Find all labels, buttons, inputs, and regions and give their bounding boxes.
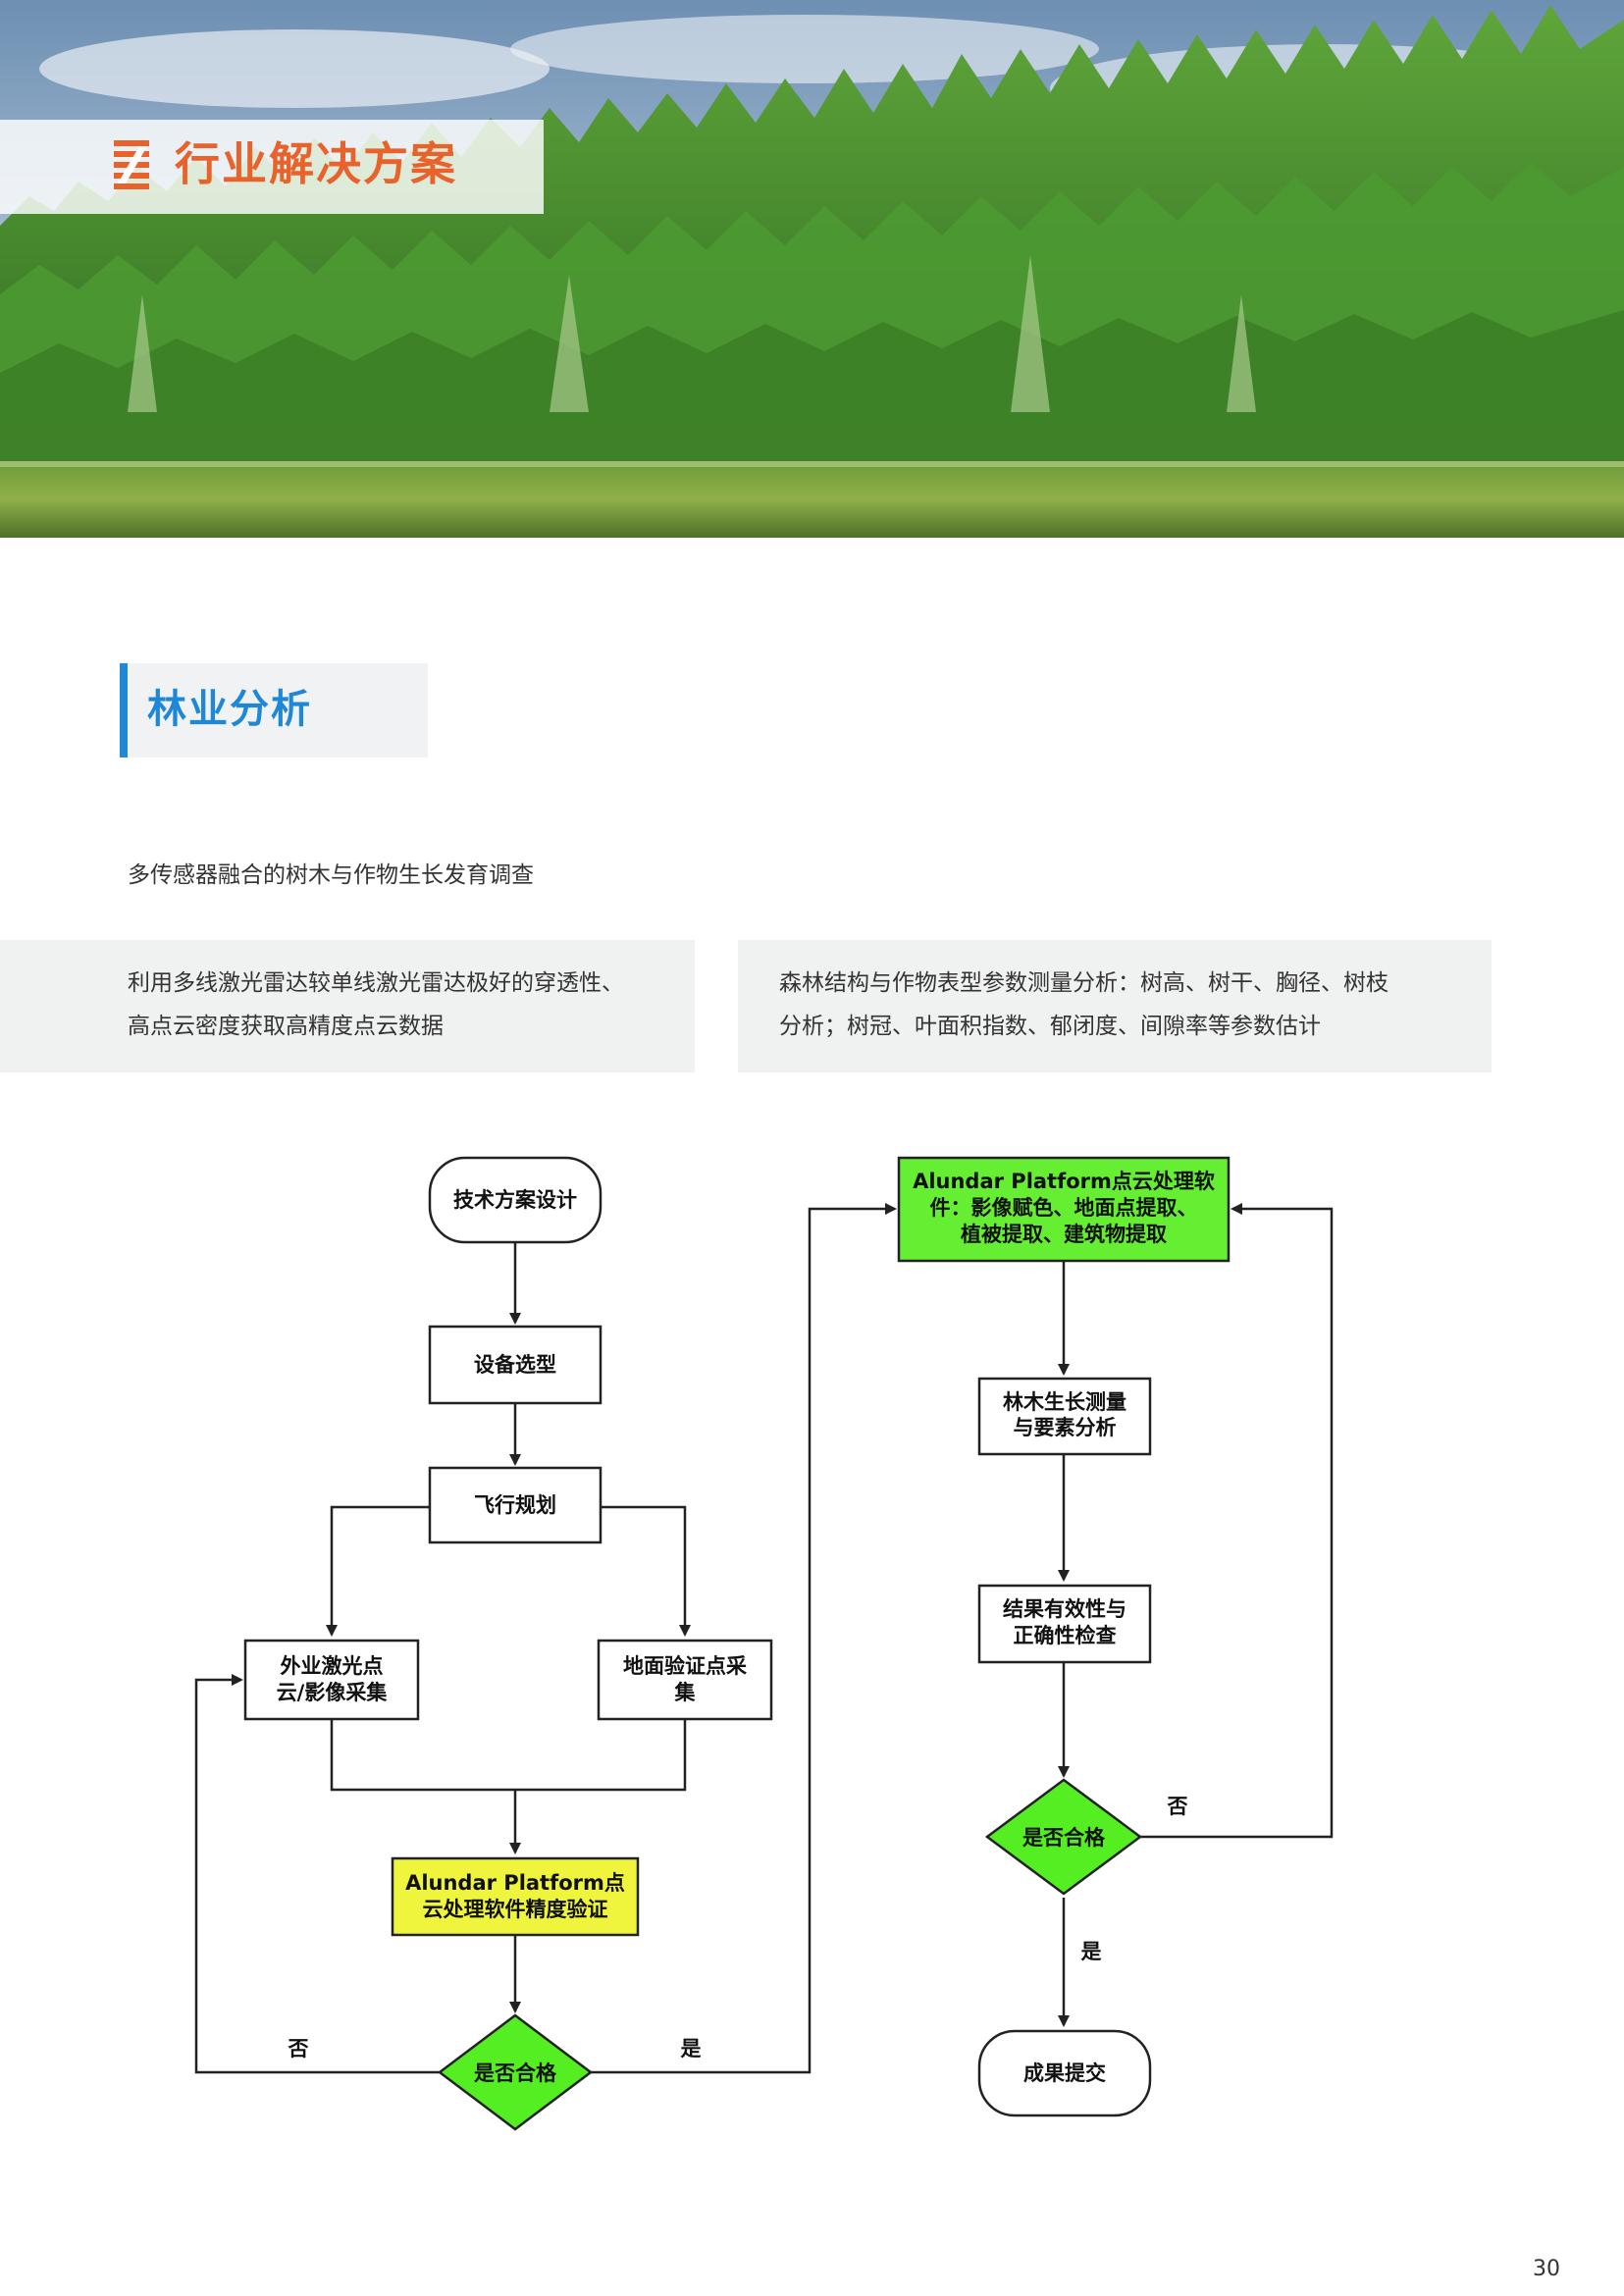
decision-left-label: 是否合格	[474, 2061, 557, 2085]
node-point-cloud-processing-label: Alundar Platform点云处理软	[913, 1170, 1215, 1193]
decision-right-label: 是否合格	[1022, 1826, 1106, 1850]
node-field-collection-label: 外业激光点	[281, 1654, 384, 1678]
node-result-check-label: 正确性检查	[1014, 1624, 1117, 1647]
info-box-lidar: 利用多线激光雷达较单线激光雷达极好的穿透性、 高点云密度获取高精度点云数据	[0, 940, 695, 1072]
node-growth-measurement-label: 林木生长测量	[1003, 1390, 1126, 1414]
node-growth-measurement: 林木生长测量 与要素分析	[977, 1377, 1152, 1456]
info-box-parameters-line: 森林结构与作物表型参数测量分析：树高、树干、胸径、树枝	[779, 970, 1388, 996]
branch-no-label-right: 否	[1168, 1795, 1188, 1818]
section-title: 林业分析	[147, 687, 312, 732]
node-equipment: 设备选型	[428, 1325, 602, 1405]
info-box-parameters-line: 分析；树冠、叶面积指数、郁闭度、间隙率等参数估计	[779, 1014, 1321, 1039]
connector-arrow	[591, 1203, 897, 2074]
forestry-flowchart: 技术方案设计 设备选型 飞行规划 外业激光点 云/影像采集 地面验证点采 集 A…	[194, 1156, 1334, 2131]
solution-logo-icon	[114, 140, 149, 193]
decision-diamond-left: 是否合格	[437, 2013, 594, 2131]
node-point-cloud-processing-label: 植被提取、建筑物提取	[961, 1223, 1167, 1246]
forest-lake-illustration	[0, 0, 1624, 538]
connector-arrow	[194, 1674, 440, 2074]
node-ground-verification: 地面验证点采 集	[597, 1639, 773, 1721]
node-ground-verification-label: 地面验证点采	[623, 1654, 747, 1678]
section-subtitle: 多传感器融合的树木与作物生长发育调查	[128, 862, 534, 888]
branch-yes-label-right: 是	[1081, 1940, 1102, 1963]
connector-arrow	[1140, 1203, 1334, 1839]
info-box-lidar-line: 利用多线激光雷达较单线激光雷达极好的穿透性、	[128, 970, 624, 996]
page-header-title: 行业解决方案	[175, 137, 457, 190]
node-accuracy-verification: Alundar Platform点 云处理软件精度验证	[391, 1856, 640, 1937]
node-result-check: 结果有效性与 正确性检查	[977, 1584, 1152, 1664]
header-band	[0, 120, 544, 214]
node-result-check-label: 结果有效性与	[1003, 1597, 1126, 1621]
connector-arrow	[601, 1505, 691, 1637]
node-point-cloud-processing: Alundar Platform点云处理软 件：影像赋色、地面点提取、 植被提取…	[897, 1156, 1231, 1263]
node-equipment-label: 设备选型	[474, 1353, 556, 1377]
node-accuracy-verification-label: Alundar Platform点	[405, 1871, 625, 1895]
info-box-lidar-line: 高点云密度获取高精度点云数据	[128, 1014, 444, 1039]
node-flight-planning-label: 飞行规划	[474, 1493, 556, 1517]
connector-arrow	[326, 1505, 430, 1637]
node-growth-measurement-label: 与要素分析	[1014, 1416, 1117, 1439]
hero-forest-image	[0, 0, 1624, 538]
node-field-collection-label: 云/影像采集	[277, 1681, 389, 1704]
node-ground-verification-label: 集	[674, 1681, 697, 1704]
section-title-box	[120, 663, 428, 757]
node-start: 技术方案设计	[428, 1156, 602, 1244]
node-accuracy-verification-label: 云处理软件精度验证	[423, 1898, 608, 1921]
info-box-parameters: 森林结构与作物表型参数测量分析：树高、树干、胸径、树枝 分析；树冠、叶面积指数、…	[738, 940, 1492, 1072]
node-end-label: 成果提交	[1023, 2061, 1106, 2085]
branch-yes-label-left: 是	[681, 2037, 702, 2061]
node-field-collection: 外业激光点 云/影像采集	[243, 1639, 420, 1721]
branch-no-label-left: 否	[288, 2037, 309, 2061]
page-number: 30	[1533, 2257, 1560, 2281]
node-start-label: 技术方案设计	[453, 1188, 577, 1212]
connector-line	[330, 1719, 687, 1792]
decision-diamond-right: 是否合格	[984, 1778, 1143, 1896]
node-point-cloud-processing-label: 件：影像赋色、地面点提取、	[930, 1196, 1198, 1220]
node-end: 成果提交	[977, 2029, 1152, 2117]
section-accent-bar	[120, 663, 128, 757]
node-flight-planning: 飞行规划	[428, 1466, 602, 1544]
